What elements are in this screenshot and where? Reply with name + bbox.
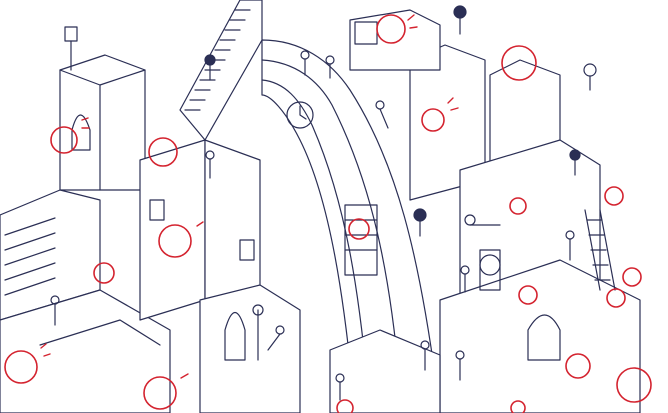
bottom-shop <box>329 204 441 413</box>
curving-road <box>261 39 441 413</box>
middle-left-block <box>139 101 314 321</box>
library-building <box>0 189 171 413</box>
grand-staircase <box>179 0 263 141</box>
people <box>50 5 597 401</box>
difference-marks <box>4 14 652 413</box>
top-center-building <box>349 9 441 71</box>
center-arch-building <box>199 284 301 413</box>
left-tower <box>59 26 146 191</box>
right-towers <box>409 44 641 413</box>
